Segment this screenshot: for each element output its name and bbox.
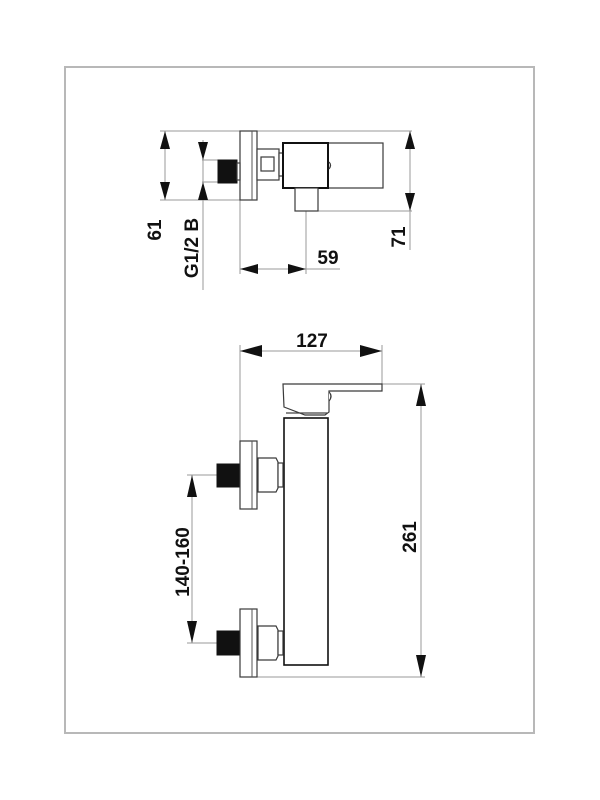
dim-61-label: 61 bbox=[145, 219, 166, 241]
lower-thread-icon bbox=[216, 630, 240, 656]
top-view: 61 G1/2 B 59 71 bbox=[145, 130, 415, 290]
drawing-frame bbox=[64, 66, 535, 734]
top-thread-icon bbox=[217, 159, 238, 184]
top-body bbox=[282, 142, 329, 189]
front-lever bbox=[282, 383, 383, 416]
dim-261-label: 261 bbox=[400, 521, 421, 553]
top-wall-plate bbox=[239, 130, 258, 201]
dim-127-label: 127 bbox=[296, 331, 328, 352]
front-body bbox=[283, 417, 329, 666]
dim-71-label: 71 bbox=[389, 226, 410, 248]
front-view: 127 261 140-160 bbox=[173, 331, 426, 678]
upper-inlet bbox=[216, 440, 284, 510]
dim-thread-label: G1/2 B bbox=[182, 218, 203, 278]
dim-59-label: 59 bbox=[317, 248, 338, 269]
lower-inlet bbox=[216, 608, 284, 678]
top-outlet bbox=[294, 187, 319, 212]
top-lever bbox=[327, 142, 384, 189]
dim-inlet-spacing-label: 140-160 bbox=[173, 527, 194, 597]
upper-thread-icon bbox=[216, 463, 240, 488]
